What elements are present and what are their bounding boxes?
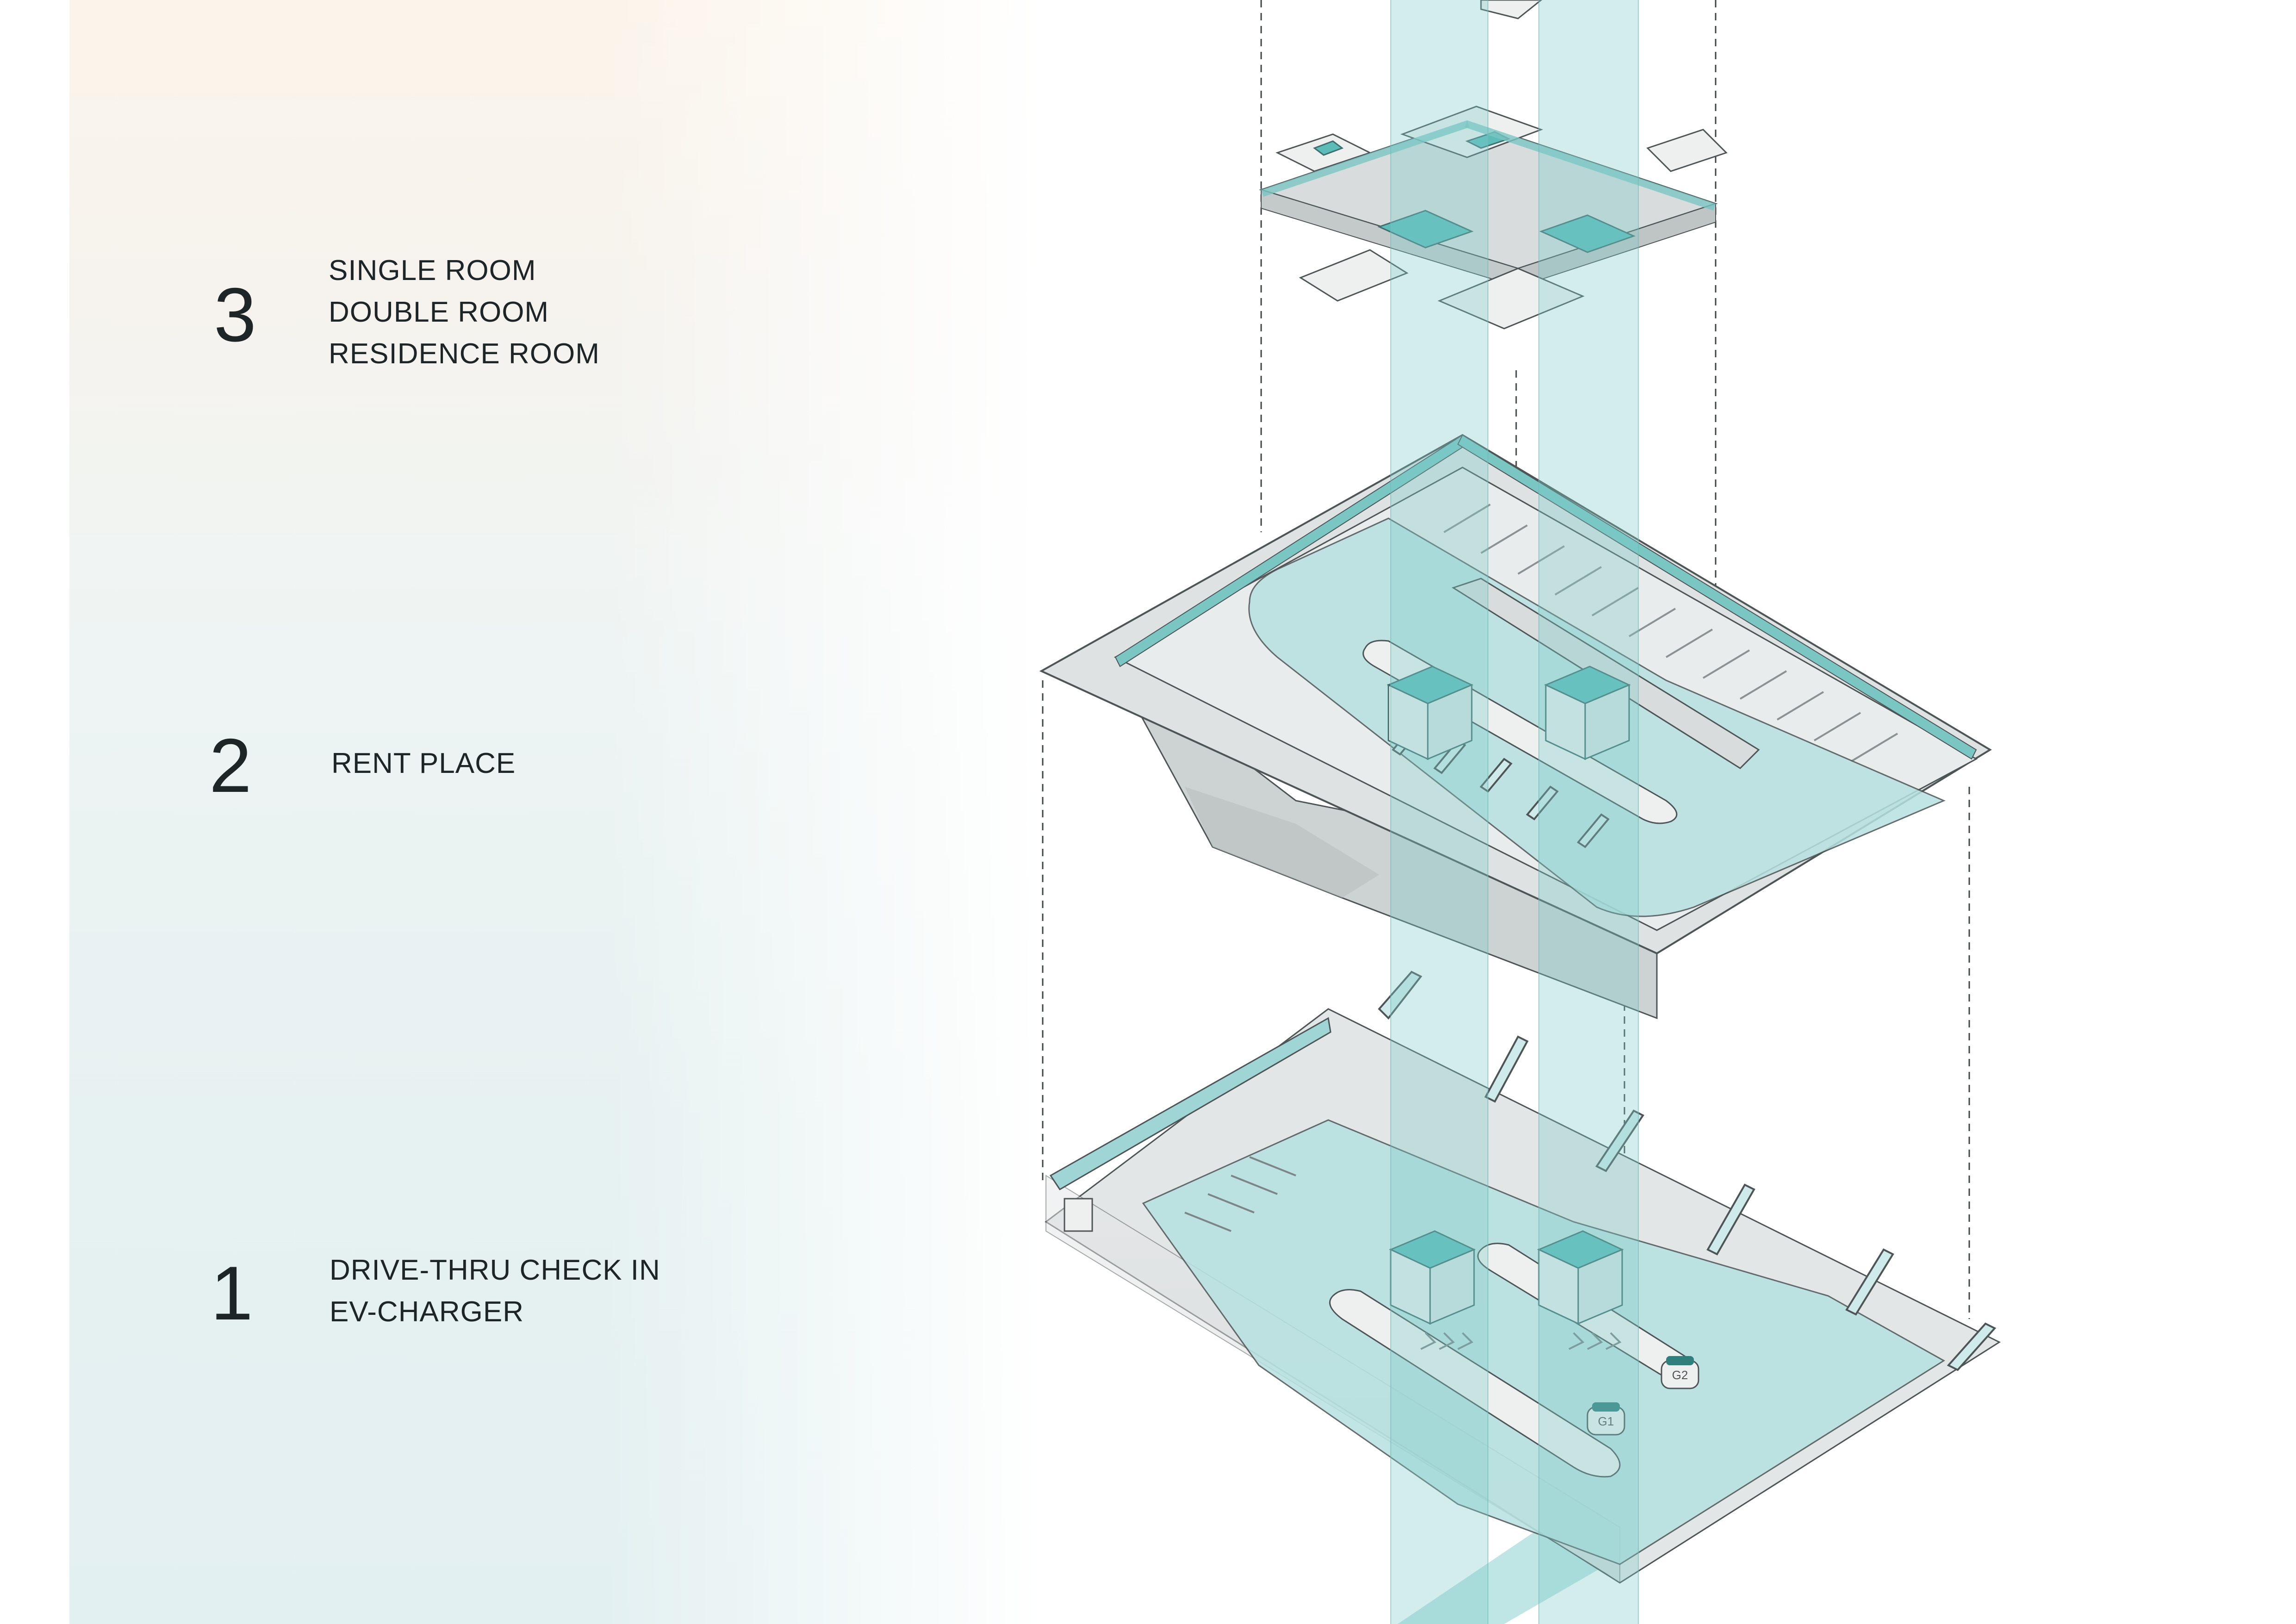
level-2-program: RENT PLACE xyxy=(331,743,516,784)
level-2-item-rent-place: RENT PLACE xyxy=(331,747,516,779)
level-1-slab: G1 G2 xyxy=(1045,971,2001,1624)
level-3-program: SINGLE ROOM DOUBLE ROOM RESIDENCE ROOM xyxy=(329,250,600,375)
vertical-glass-cores xyxy=(1391,0,1638,1624)
ev-charger-booths xyxy=(1587,1356,1699,1436)
level-2-slab xyxy=(1039,434,1992,1020)
level-3-item-residence-room: RESIDENCE ROOM xyxy=(329,338,600,370)
level-1-program: DRIVE-THRU CHECK IN EV-CHARGER xyxy=(330,1250,660,1333)
charger-label-g2: G2 xyxy=(1672,1368,1688,1382)
entry-door xyxy=(1064,1198,1093,1232)
level-1-check-in-pods xyxy=(1389,1230,1624,1325)
level-3-item-double-room: DOUBLE ROOM xyxy=(329,296,549,328)
legend-background-panel xyxy=(69,0,1041,1624)
level-3-slab xyxy=(1259,0,1728,330)
level-3-item-single-room: SINGLE ROOM xyxy=(329,255,536,286)
level-1-number: 1 xyxy=(211,1251,253,1336)
level-1-item-drive-thru: DRIVE-THRU CHECK IN xyxy=(330,1254,660,1286)
level-2-rent-pods xyxy=(1387,666,1631,760)
level-3-number: 3 xyxy=(214,272,256,357)
level-1-item-ev-charger: EV-CHARGER xyxy=(330,1296,524,1328)
level-2-number: 2 xyxy=(209,723,252,808)
charger-label-g1: G1 xyxy=(1598,1414,1614,1428)
